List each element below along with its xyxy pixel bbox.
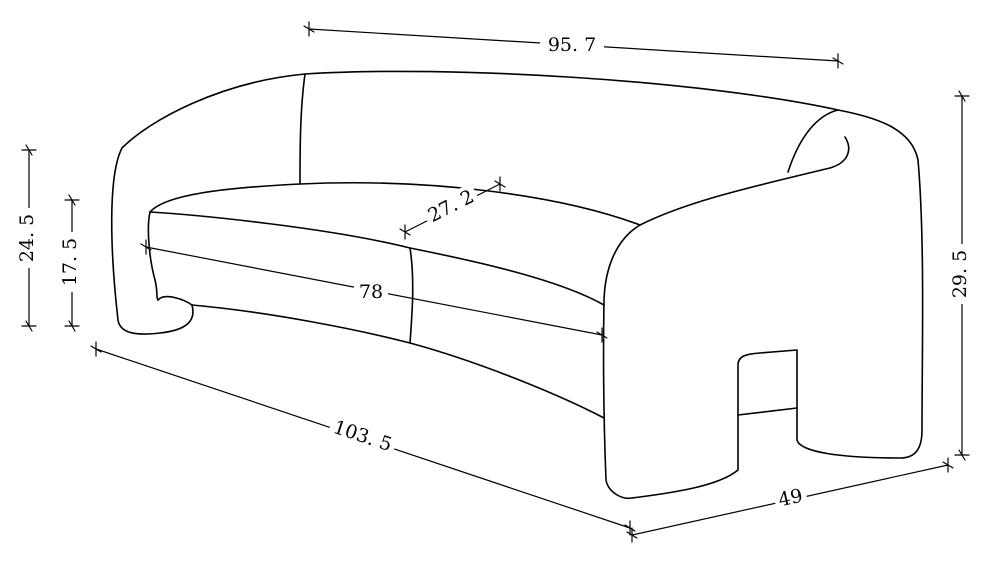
dimension-seat-height: 17. 5 <box>58 194 82 332</box>
dimension-total-height: 29. 5 <box>948 90 972 461</box>
sofa-seat-bottom-edge <box>191 304 605 419</box>
sofa-right-arm-top <box>639 136 850 226</box>
label-top-width: 95. 7 <box>548 34 596 56</box>
label-arm-height: 24. 5 <box>16 214 38 262</box>
sofa-drawing <box>110 70 924 500</box>
dimension-seat-width: 78 <box>140 239 608 343</box>
dimension-top-width: 95. 7 <box>303 21 844 69</box>
label-seat-height: 17. 5 <box>59 238 81 286</box>
sofa-right-arm-base <box>737 407 798 416</box>
label-seat-depth: 27. 2 <box>425 185 478 227</box>
label-depth: 49 <box>776 485 804 512</box>
dimension-overall-length: 103. 5 <box>90 341 636 536</box>
dimension-arm-height: 24. 5 <box>15 144 39 332</box>
dimension-seat-depth: 27. 2 <box>399 176 506 240</box>
sofa-right-arm-inner <box>787 109 839 173</box>
dimension-depth: 49 <box>626 457 954 543</box>
sofa-seat-seam <box>409 247 414 344</box>
label-total-height: 29. 5 <box>949 250 971 298</box>
sofa-left-base <box>157 295 193 306</box>
sofa-back-seam <box>299 73 306 185</box>
sofa-seat-left <box>147 211 159 301</box>
sofa-left-arm <box>110 147 194 335</box>
label-seat-width: 78 <box>359 281 383 303</box>
sofa-seat-top <box>149 182 641 226</box>
label-overall-length: 103. 5 <box>330 416 394 456</box>
sofa-back-top <box>121 70 919 161</box>
sofa-right-arm-front <box>602 159 924 500</box>
